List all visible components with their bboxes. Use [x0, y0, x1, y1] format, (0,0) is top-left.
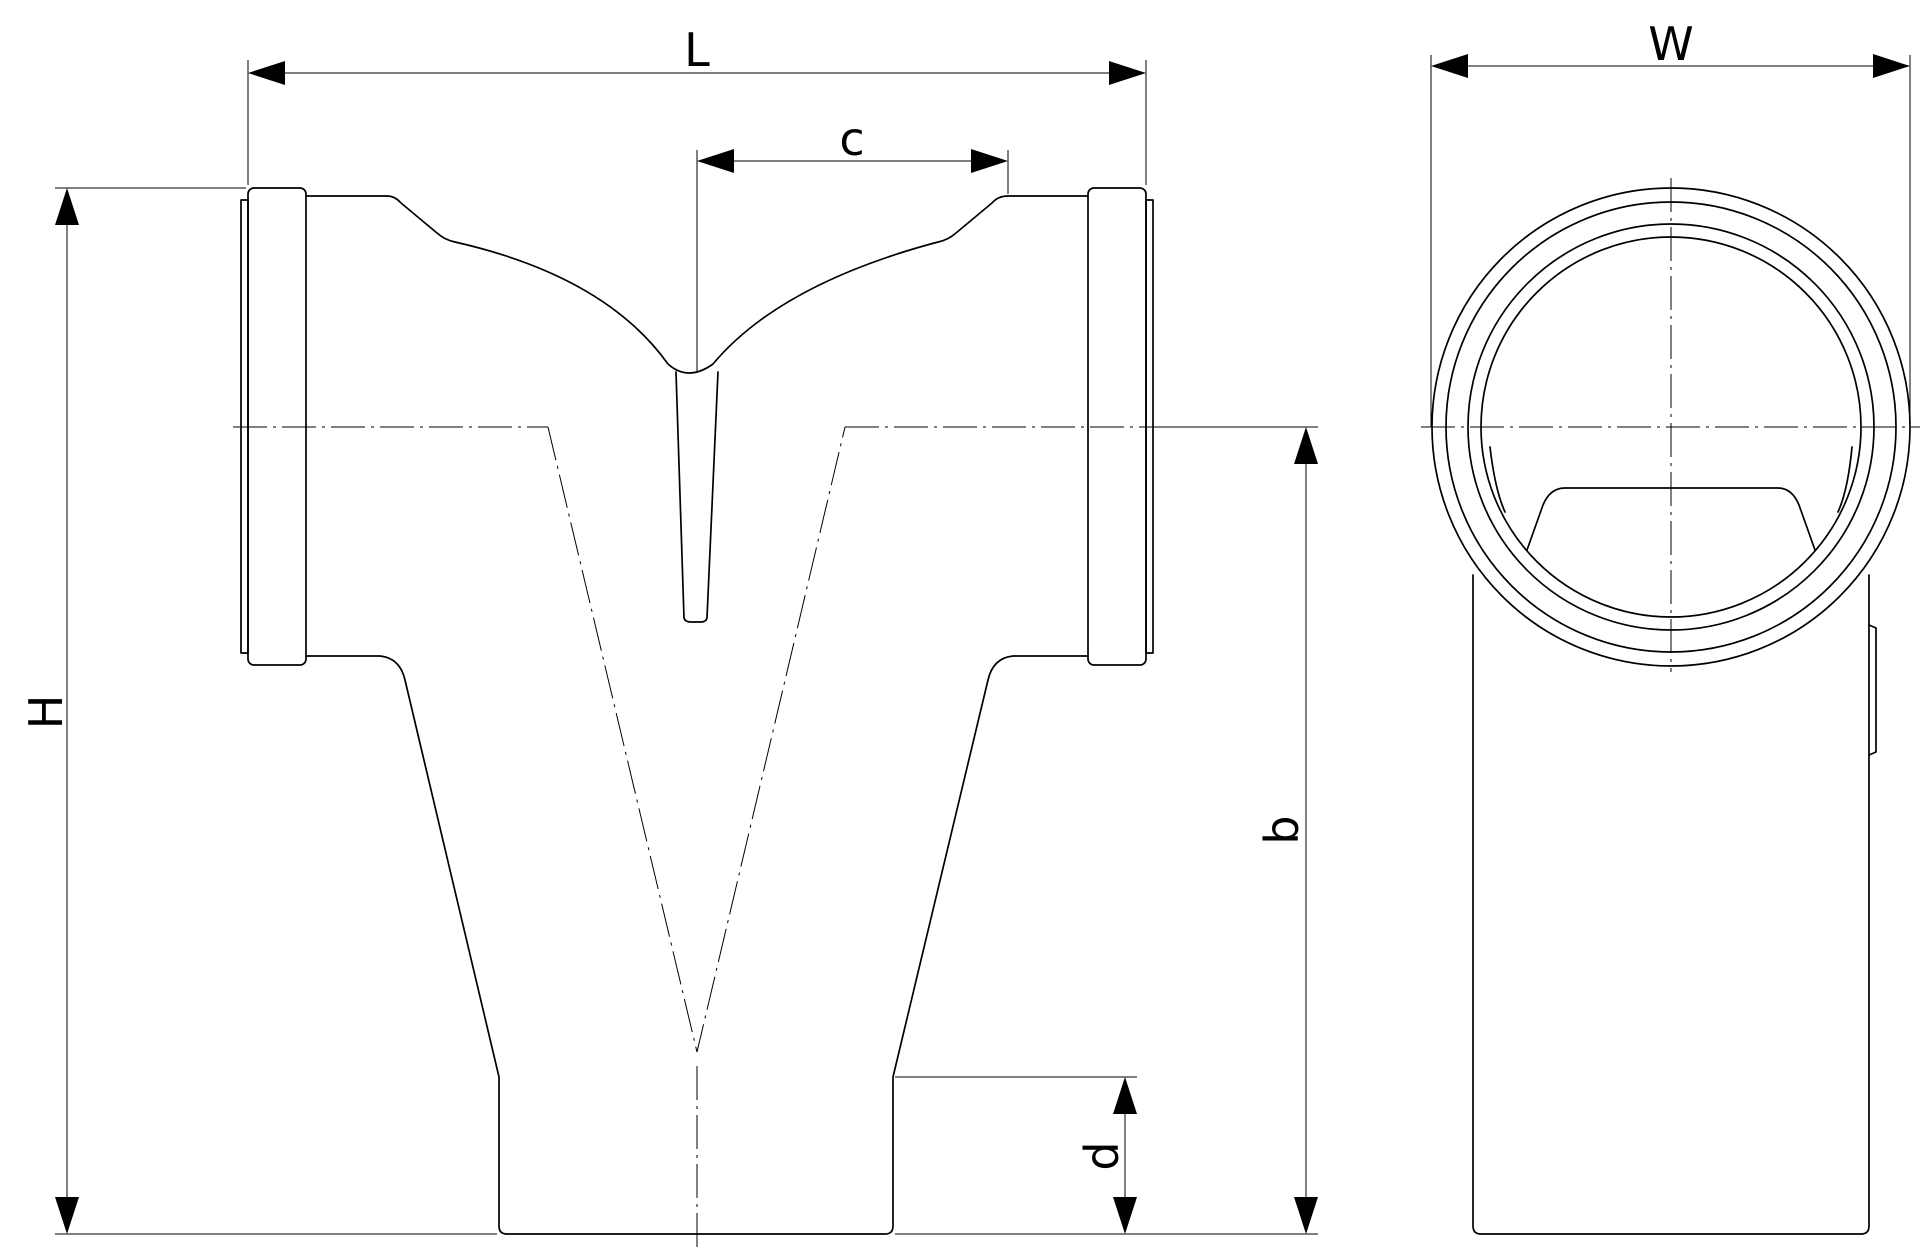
dimension-label-c: c — [839, 112, 864, 166]
inner-lip-right — [1837, 446, 1853, 513]
dimension-label-W: W — [1648, 17, 1693, 71]
arrow-head — [1113, 1197, 1137, 1234]
hidden-flow-lines — [547, 426, 846, 1248]
fitting-body-outline — [305, 195, 1089, 1235]
arrow-head — [248, 61, 285, 85]
dimension-b: b — [895, 426, 1318, 1235]
arrow-head — [1113, 1077, 1137, 1114]
dimension-c: c — [696, 112, 1009, 372]
arrow-head — [1294, 427, 1318, 464]
arrow-head — [1431, 54, 1468, 78]
front-view — [233, 187, 1163, 1248]
arrow-head — [971, 149, 1008, 173]
dimension-label-L: L — [684, 23, 710, 77]
arrow-head — [1873, 54, 1910, 78]
arrow-head — [697, 149, 734, 173]
arrow-head — [55, 1197, 79, 1234]
dimension-W: W — [1430, 17, 1911, 427]
arrow-head — [1294, 1197, 1318, 1234]
dimension-L: L — [247, 23, 1147, 185]
dimension-d: d — [895, 1076, 1137, 1234]
arrow-head — [1109, 61, 1146, 85]
side-tab — [1868, 624, 1877, 756]
inner-lip-left — [1489, 446, 1506, 513]
side-leg-outline — [1472, 574, 1870, 1235]
dimension-H: H — [19, 187, 497, 1235]
dimension-label-d: d — [1075, 1141, 1129, 1170]
dimension-label-H: H — [19, 695, 73, 730]
dimension-label-b: b — [1255, 815, 1309, 844]
inner-divider — [675, 371, 719, 623]
side-view — [1421, 178, 1920, 1235]
arrow-head — [55, 188, 79, 225]
